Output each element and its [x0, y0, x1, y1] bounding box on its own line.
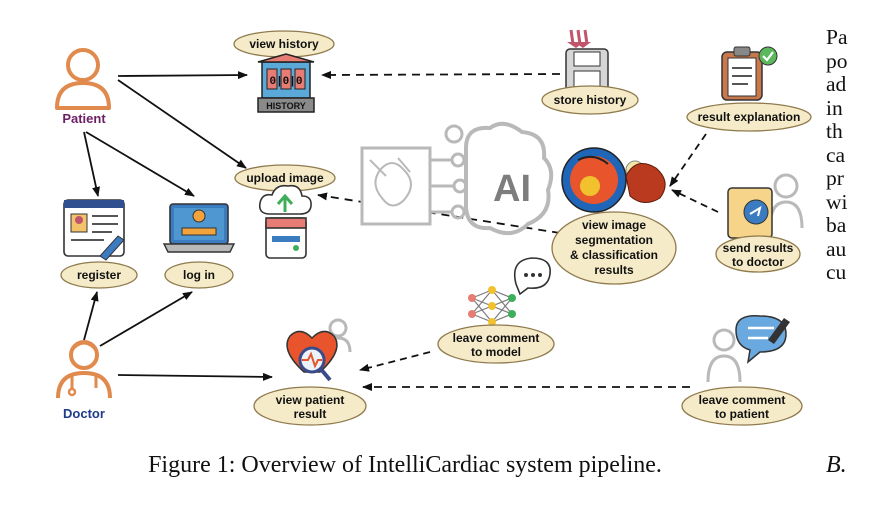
pill-result-explanation	[686, 102, 812, 132]
segmentation-line-3: & classification	[570, 248, 658, 262]
history-counter: 0|0|0	[269, 76, 302, 88]
pill-view-patient-result	[253, 386, 367, 426]
column-line: Pa	[826, 26, 848, 49]
heart-segmentation-icon	[561, 147, 666, 213]
doctor-icon	[56, 340, 112, 399]
register-label: register	[77, 268, 121, 282]
arrow-send-to-segmentation	[671, 189, 719, 213]
patient-label: Patient	[62, 111, 106, 126]
pill-comment-patient	[681, 386, 803, 426]
pill-segmentation-results	[551, 211, 677, 285]
view-patient-result-line-1: view patient	[276, 393, 345, 407]
column-line: ad	[826, 72, 847, 96]
login-label: log in	[183, 268, 215, 282]
cloud-upload-icon	[258, 184, 312, 259]
store-history-label: store history	[554, 93, 627, 107]
view-history-label: view history	[249, 37, 319, 51]
adjacent-column-text: Pa po ad in th ca pr wi ba au cu	[826, 26, 871, 285]
view-patient-result-line-2: result	[294, 407, 327, 421]
arrow-patient-to-history	[117, 71, 248, 80]
arrow-patient-to-upload	[117, 79, 247, 169]
connectors	[83, 70, 719, 391]
column-line: th	[826, 119, 843, 143]
arrow-patient-to-register	[83, 131, 100, 197]
figure-caption: Figure 1: Overview of IntelliCardiac sys…	[148, 452, 662, 478]
history-sign: HISTORY	[266, 101, 306, 111]
column-line: po	[826, 48, 848, 73]
comment-patient-line-1: leave comment	[699, 393, 786, 407]
column-line: au	[826, 236, 847, 261]
arrow-doctor-to-view-result	[117, 372, 273, 381]
comment-model-line-2: to model	[471, 345, 521, 359]
column-line: wi	[826, 189, 848, 214]
register-form-icon	[63, 199, 125, 261]
upload-image-label: upload image	[246, 171, 324, 185]
clipboard-check-icon	[721, 46, 778, 101]
arrow-explanation-to-segmentation	[669, 133, 707, 187]
heart-monitor-icon	[286, 318, 352, 382]
column-line: in	[826, 95, 843, 120]
arrow-store-to-history	[321, 70, 561, 79]
arrow-comment-model-to-result	[359, 351, 431, 372]
doctor-label: Doctor	[63, 406, 105, 421]
pill-store-history	[541, 85, 639, 115]
column-line: ca	[826, 142, 846, 167]
login-laptop-icon	[162, 203, 236, 253]
column-line: ba	[826, 213, 847, 237]
column-line: pr	[826, 166, 844, 190]
send-results-line-1: send results	[723, 241, 794, 255]
ai-label: AI	[493, 168, 531, 210]
save-disk-icon	[565, 29, 609, 92]
arrow-doctor-to-register	[83, 291, 99, 341]
comment-model-line-1: leave comment	[453, 331, 540, 345]
segmentation-line-2: segmentation	[575, 233, 653, 247]
neural-network-icon	[468, 286, 516, 326]
arrow-patient-to-login	[85, 131, 195, 197]
ai-brain-graphic	[360, 121, 554, 236]
result-explanation-label: result explanation	[698, 110, 801, 124]
doctor-comment-icon	[706, 315, 790, 383]
history-building-icon: 0|0|0 HISTORY	[257, 53, 315, 113]
arrow-doctor-to-login	[99, 291, 193, 347]
section-heading-fragment: B.	[826, 452, 847, 478]
column-line: cu	[826, 260, 847, 284]
send-results-line-2: to doctor	[732, 255, 784, 269]
comment-patient-line-2: to patient	[715, 407, 769, 421]
pill-register	[60, 261, 138, 289]
segmentation-line-4: results	[594, 263, 634, 277]
pill-send-results	[715, 235, 801, 273]
pill-login	[164, 261, 234, 289]
send-to-doctor-icon	[727, 173, 804, 239]
segmentation-line-1: view image	[582, 218, 646, 232]
patient-icon	[55, 48, 111, 110]
pill-comment-model	[437, 324, 555, 364]
chat-bubble-icon	[513, 257, 551, 296]
